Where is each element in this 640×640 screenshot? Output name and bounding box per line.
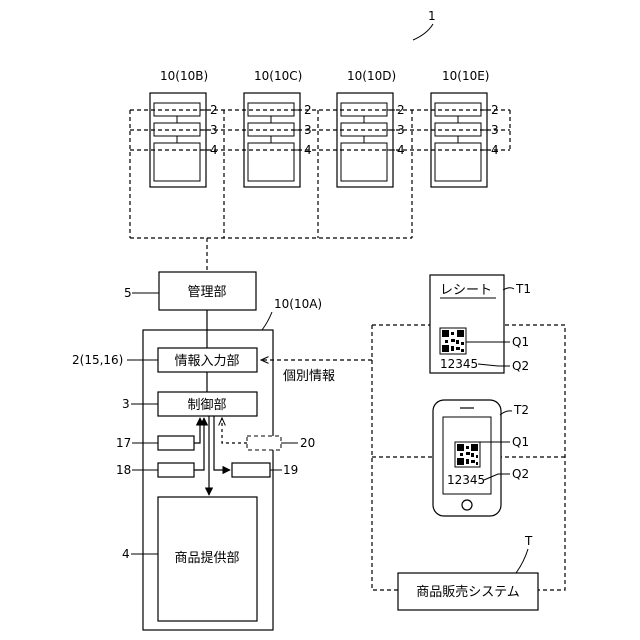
info-input-label: 情報入力部 (174, 354, 239, 369)
terminal-label-c: 10(10C) (254, 69, 302, 83)
svg-text:1: 1 (428, 9, 436, 23)
pos-system-ref: T (524, 534, 533, 548)
main-unit-label: 10(10A) (274, 297, 322, 311)
terminal-10d (337, 93, 393, 187)
receipt-number: 12345 (440, 357, 478, 371)
unit-19 (232, 463, 270, 477)
terminal-10e (431, 93, 487, 187)
terminal-10b (150, 93, 206, 187)
smartphone: 12345 (433, 400, 501, 516)
management-unit: 管理部 (159, 272, 256, 310)
receipt-code-ref: Q1 (512, 335, 529, 349)
phone-number-ref: Q2 (512, 467, 529, 481)
ref-17: 17 (116, 436, 131, 450)
product-provider-ref: 4 (122, 547, 130, 561)
ref-19: 19 (283, 463, 298, 477)
unit-17 (158, 436, 194, 450)
receipt-qr-code (440, 328, 466, 354)
unit-18 (158, 463, 194, 477)
terminal-10c (244, 93, 300, 187)
receipt-ref: T1 (515, 282, 531, 296)
unit-20 (247, 436, 281, 450)
product-provider-label: 商品提供部 (174, 550, 239, 566)
control-label: 制御部 (187, 398, 226, 413)
receipt: レシート 12345 (430, 275, 504, 373)
terminal-label-e: 10(10E) (442, 69, 489, 83)
phone-ref: T2 (513, 403, 529, 417)
management-label: 管理部 (187, 285, 226, 300)
info-input-ref: 2(15,16) (72, 353, 123, 367)
receipt-title: レシート (440, 283, 492, 298)
phone-code-ref: Q1 (512, 435, 529, 449)
pos-system-label: 商品販売システム (416, 584, 520, 600)
phone-number: 12345 (447, 473, 485, 487)
terminal-label-d: 10(10D) (347, 69, 396, 83)
individual-info-label: 個別情報 (283, 369, 335, 384)
ref-18: 18 (116, 463, 131, 477)
management-ref: 5 (124, 286, 132, 300)
phone-qr-code (455, 442, 480, 467)
ref-20: 20 (300, 436, 315, 450)
control-ref: 3 (122, 397, 130, 411)
receipt-number-ref: Q2 (512, 359, 529, 373)
figure-ref: 1 (413, 9, 436, 40)
terminal-label-b: 10(10B) (160, 69, 208, 83)
